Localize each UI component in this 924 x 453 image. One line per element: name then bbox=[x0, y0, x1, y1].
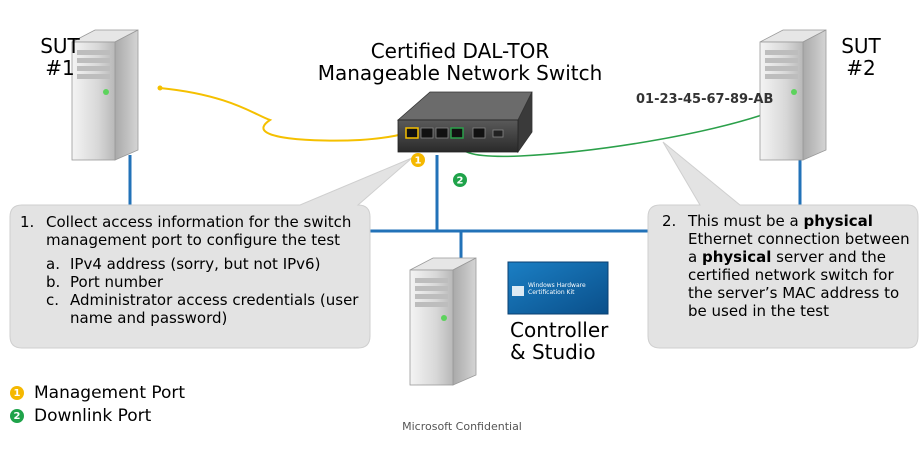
svg-text:1: 1 bbox=[415, 156, 422, 167]
management-cable bbox=[159, 87, 418, 142]
callout-1-bubble bbox=[9, 157, 413, 349]
sut1-server-tower bbox=[71, 29, 139, 161]
port-5 bbox=[472, 127, 486, 139]
svg-text:2: 2 bbox=[457, 176, 464, 187]
downlink-port-badge-icon: 2 bbox=[453, 173, 467, 187]
callout-1-item-a: a. IPv4 address (sorry, but not IPv6) bbox=[46, 255, 321, 273]
legend-item-management-port: 1 Management Port bbox=[10, 383, 185, 403]
port-4 bbox=[450, 127, 464, 139]
sut2-server-tower bbox=[759, 29, 827, 161]
port-2 bbox=[420, 127, 434, 139]
whck-screen bbox=[507, 261, 609, 315]
callout-1-item-b: b. Port number bbox=[46, 273, 164, 291]
port-1 bbox=[405, 127, 419, 139]
network-switch bbox=[396, 91, 533, 154]
sut2-label: SUT #2 bbox=[841, 34, 881, 80]
sut1-label: SUT #1 bbox=[40, 34, 80, 80]
callout-1-text: 1. Collect access information for the sw… bbox=[20, 213, 360, 327]
switch-title: Certified DAL-TOR Manageable Network Swi… bbox=[317, 39, 603, 85]
downlink-port-legend-icon: 2 bbox=[10, 409, 24, 423]
callout-2-bubble bbox=[647, 141, 919, 349]
callout-2-text: 2. This must be a physical Ethernet conn… bbox=[662, 212, 910, 320]
callout-1-item-c: c. Administrator access credentials (use… bbox=[46, 291, 359, 327]
callout-1-list: a. IPv4 address (sorry, but not IPv6) b.… bbox=[46, 255, 360, 327]
legend-item-downlink-port: 2 Downlink Port bbox=[10, 406, 185, 426]
whck-screen-title: Windows Hardware Certification Kit bbox=[528, 282, 586, 296]
controller-label: Controller & Studio bbox=[510, 318, 609, 364]
management-port-badge-icon: 1 bbox=[411, 153, 425, 167]
footer-confidential: Microsoft Confidential bbox=[402, 420, 522, 433]
management-port-legend-icon: 1 bbox=[10, 386, 24, 400]
controller-server-tower bbox=[409, 257, 477, 386]
mac-address-label: 01-23-45-67-89-AB bbox=[636, 92, 774, 107]
legend: 1 Management Port 2 Downlink Port bbox=[10, 383, 185, 426]
port-3 bbox=[435, 127, 449, 139]
